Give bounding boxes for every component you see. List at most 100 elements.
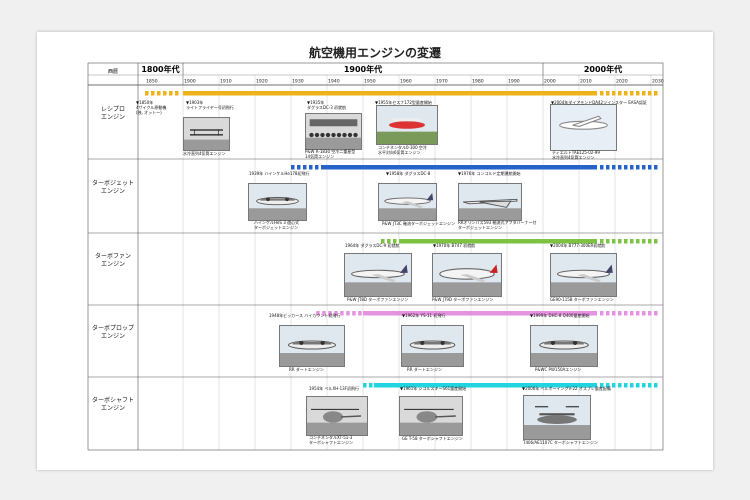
year-tick-1910: 1910	[220, 79, 232, 85]
aircraft-photo-1-1	[378, 183, 437, 221]
timeline-bar-dash	[346, 311, 350, 316]
engine-caption-line: コンチネンタル0-300 空冷	[378, 145, 427, 150]
row-label-line: エンジン	[100, 113, 125, 121]
milestone-note: 1948年ビッカース バイカウント初飛行	[269, 313, 340, 318]
year-tick-1920: 1920	[256, 79, 268, 85]
timeline-bar-0	[183, 91, 597, 96]
year-tick-2030: 2030	[652, 79, 664, 85]
timeline-bar-dash	[600, 311, 604, 316]
milestone-note-line: ▼2006年 ベルボーイングV-22 オスプレ量産配備	[522, 386, 611, 391]
engine-caption-line: ハインケルHeS 3 遠心式	[254, 220, 300, 225]
aircraft-photo-0-0	[183, 117, 230, 151]
milestone-note-line: 4サイクル原動機	[136, 105, 167, 110]
timeline-bar-dash	[642, 165, 646, 170]
engine-caption-line: 水平対向6気筒エンジン	[378, 150, 421, 155]
engine-caption-line: 水冷直列4気筒エンジン	[552, 155, 595, 160]
milestone-note-line: 1954年 ベルXH-13F初飛行	[309, 386, 360, 391]
milestone-note: 1954年 ベルXH-13F初飛行	[309, 386, 359, 391]
row-label-line: エンジン	[100, 261, 125, 269]
engine-caption-line: RR ダートエンジン	[407, 367, 442, 372]
milestone-note-line: 1948年ビッカース バイカウント初飛行	[269, 313, 341, 318]
timeline-bar-dash	[321, 165, 325, 170]
timeline-bar-dash	[642, 91, 646, 96]
timeline-bar-dash	[334, 311, 338, 316]
timeline-bar-dash	[618, 383, 622, 388]
timeline-bar-dash	[636, 239, 640, 244]
milestone-note: ▼1999年 DHC-8 Q400量産開始	[530, 313, 589, 318]
timeline-bar-dash	[636, 311, 640, 316]
milestone-note: ▼1970年 B747 初就航	[433, 243, 475, 248]
year-tick-2000: 2000	[544, 79, 556, 85]
milestone-note: ▼2006年 ベルボーイングV-22 オスプレ量産配備	[522, 386, 611, 391]
timeline-bar-dash	[145, 91, 149, 96]
milestone-note-line: ▼2004年 B777-300ER初就航	[550, 243, 606, 248]
timeline-bar-dash	[630, 165, 634, 170]
engine-caption: 水冷直列4気筒エンジン	[183, 151, 226, 156]
timeline-bar-dash	[600, 91, 604, 96]
timeline-bar-dash	[642, 383, 646, 388]
year-tick-2010: 2010	[580, 79, 592, 85]
era-label-1: 1900年代	[343, 65, 383, 74]
row-label-0: レシプロエンジン	[88, 106, 138, 122]
timeline-bar-dash	[636, 165, 640, 170]
milestone-note: ▼1976年 コンコルド定期運航開始	[458, 171, 521, 176]
engine-caption: P&WC PW150Aエンジン	[535, 367, 581, 372]
timeline-bar-dash	[600, 239, 604, 244]
timeline-bar-dash	[315, 165, 319, 170]
timeline-bar-dash	[654, 91, 658, 96]
engine-caption-line: 14気筒エンジン	[305, 154, 335, 159]
timeline-bar-dash	[297, 165, 301, 170]
aircraft-photo-2-2	[550, 253, 617, 297]
timeline-bar-dash	[612, 383, 616, 388]
timeline-bar-dash	[369, 383, 373, 388]
aircraft-photo-4-1	[399, 396, 463, 436]
row-label-line: エンジン	[100, 405, 125, 413]
aircraft-photo-0-1	[305, 113, 362, 150]
timeline-bar-dash	[340, 311, 344, 316]
milestone-note-line: (独, オットー)	[136, 110, 162, 115]
timeline-bar-dash	[636, 91, 640, 96]
row-label-4: ターボシャフトエンジン	[88, 397, 138, 413]
year-tick-1850: 1850	[146, 79, 158, 85]
timeline-bar-dash	[654, 311, 658, 316]
aircraft-photo-0-2	[376, 105, 438, 145]
timeline-bar-dash	[624, 383, 628, 388]
aircraft-photo-3-2	[530, 325, 598, 367]
year-tick-1930: 1930	[292, 79, 304, 85]
timeline-bar-dash	[157, 91, 161, 96]
timeline-bar-dash	[381, 239, 385, 244]
timeline-bar-dash	[624, 311, 628, 316]
timeline-bar-dash	[648, 239, 652, 244]
milestone-note-line: ▼1935年	[307, 100, 325, 105]
milestone-note-line: ライトフライヤー号初飛行	[186, 105, 234, 110]
timeline-bar-dash	[322, 311, 326, 316]
timeline-bar-1	[323, 165, 597, 170]
timeline-bar-dash	[630, 311, 634, 316]
engine-caption: P&W JT9D ターボファンエンジン	[432, 297, 493, 302]
timeline-bar-dash	[291, 165, 295, 170]
timeline-bar-dash	[393, 239, 397, 244]
engine-caption: RRオリンパス593 軸流式アフタバーナー付ターボジェットエンジン	[458, 220, 536, 230]
engine-caption-line: RRオリンパス593 軸流式アフタバーナー付	[458, 220, 537, 225]
engine-caption-line: P&W JT8D ターボファンエンジン	[347, 297, 409, 302]
timeline-bar-dash	[624, 165, 628, 170]
aircraft-photo-2-1	[432, 253, 502, 297]
milestone-note: 1964年 ダグラスDC-9 初就航	[345, 243, 400, 248]
timeline-bar-dash	[606, 165, 610, 170]
timeline-bar-dash	[612, 239, 616, 244]
timeline-bar-dash	[642, 239, 646, 244]
milestone-note-line: ▼2004年ダイアモンドDA42ツインスター EASA認証	[551, 100, 647, 105]
timeline-bar-dash	[309, 165, 313, 170]
milestone-note: ▼2004年 B777-300ER初就航	[550, 243, 605, 248]
engine-caption: P&W JT3C 軸流ターボジェットエンジン	[382, 221, 455, 226]
aircraft-photo-0-3	[550, 104, 617, 151]
timeline-bar-dash	[606, 383, 610, 388]
milestone-note-line: ▼1958年 ダグラスDC-8	[386, 171, 431, 176]
aircraft-photo-1-2	[458, 183, 522, 221]
timeline-bar-dash	[163, 91, 167, 96]
year-tick-1940: 1940	[328, 79, 340, 85]
milestone-note-line: ▼1850年	[136, 100, 154, 105]
